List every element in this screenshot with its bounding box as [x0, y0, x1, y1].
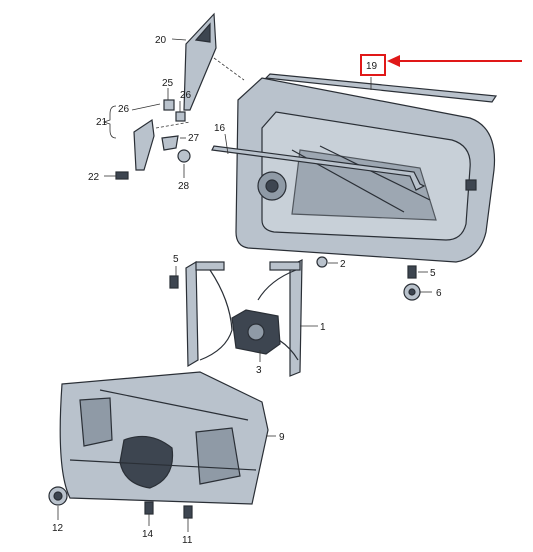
callout-27: 27	[188, 133, 200, 144]
callout-26-upper: 26	[180, 90, 192, 101]
bolt-5-right	[407, 265, 417, 279]
callout-1: 1	[320, 322, 326, 333]
mirror-bracket	[133, 118, 155, 171]
callout-5-left: 5	[173, 254, 179, 265]
mirror-cover	[183, 12, 217, 111]
callout-22: 22	[88, 172, 100, 183]
callout-20: 20	[155, 35, 167, 46]
callout-2: 2	[340, 259, 346, 270]
guide-rail	[211, 145, 426, 191]
clip-26	[175, 111, 186, 122]
screw-22	[115, 171, 129, 180]
window-regulator	[185, 259, 303, 377]
screw-14	[144, 501, 154, 515]
washer-6	[403, 283, 421, 301]
highlight-arrowhead	[387, 55, 400, 67]
clip-25	[163, 99, 175, 111]
callout-16: 16	[214, 123, 226, 134]
callout-14: 14	[142, 529, 154, 540]
callout-5-right: 5	[430, 268, 436, 279]
regulator-motor	[231, 309, 281, 355]
callout-3: 3	[256, 365, 262, 376]
highlight-box-19	[360, 54, 386, 76]
callout-25: 25	[162, 78, 174, 89]
clip-27	[161, 135, 179, 151]
callout-19: 19	[366, 61, 378, 72]
callout-6: 6	[436, 288, 442, 299]
callout-28: 28	[178, 181, 190, 192]
window-channel-strip	[264, 73, 498, 103]
screw-11	[183, 505, 193, 519]
callout-26-left: 26	[118, 104, 130, 115]
callout-12: 12	[52, 523, 64, 534]
nut-28	[177, 149, 191, 163]
callout-9: 9	[279, 432, 285, 443]
callout-11: 11	[182, 535, 193, 546]
carrier-panel	[59, 371, 269, 505]
nut-2	[316, 256, 328, 268]
bolt-5-left	[169, 275, 179, 289]
washer-12	[48, 486, 68, 506]
callout-21: 21	[96, 117, 108, 128]
